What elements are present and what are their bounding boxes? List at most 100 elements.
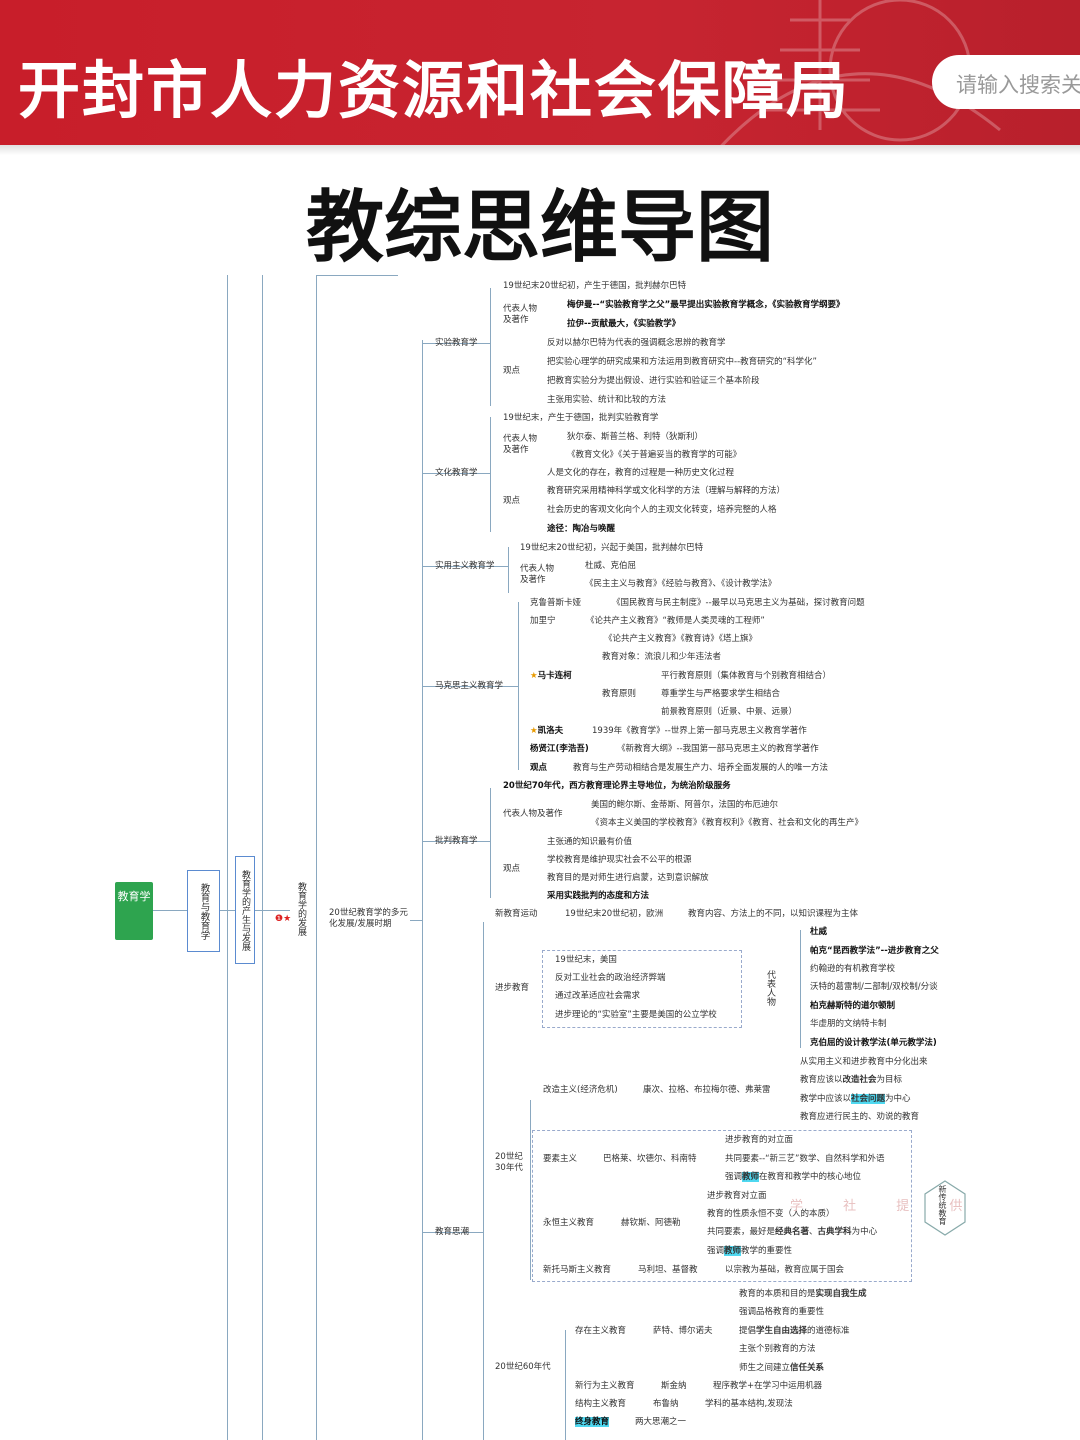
existentialism: 存在主义教育 (575, 1326, 627, 1336)
perennialism-reps: 赫钦斯、阿德勒 (621, 1218, 681, 1228)
branch-trends[interactable]: 教育思潮 (435, 1227, 470, 1237)
rep-krupskaya: 克鲁普斯卡娅 (530, 598, 582, 608)
connector (422, 686, 518, 687)
reconstruction-view: 从实用主义和进步教育中分化出来 (800, 1057, 928, 1067)
connector (800, 930, 801, 1048)
view-item: 途径：陶冶与唤醒 (547, 524, 616, 534)
connector (422, 841, 490, 842)
connector (565, 1330, 566, 1440)
branch-pragmatic[interactable]: 实用主义教育学 (435, 561, 495, 571)
prog-item: 进步理论的“实验室”主要是美国的公立学校 (555, 1010, 717, 1020)
view-item: 教育研究采用精神科学或文化科学的方法（理解与解释的方法） (547, 486, 786, 496)
origin-text: 19世纪末20世纪初，兴起于美国，批判赫尔巴特 (520, 543, 704, 553)
connector (255, 910, 290, 911)
rep-kairov: ★凯洛夫 (530, 726, 563, 737)
neothomism-view: 以宗教为基础，教育应属于国会 (725, 1265, 845, 1275)
node-education-and-pedagogy[interactable]: 教育与教育学 (187, 870, 220, 952)
structuralism-view: 学科的基本结构,发现法 (705, 1399, 793, 1409)
search-input[interactable]: 请输入搜索关 (932, 55, 1080, 109)
node-20th-century[interactable]: 20世纪教育学的多元化发展/发展时期 (329, 908, 408, 929)
header-banner: 开封市人力资源和社会保障局 请输入搜索关 (0, 0, 1080, 148)
rep-dewey: 杜威、克伯屈 (585, 561, 637, 571)
connector (422, 566, 508, 567)
root-node[interactable]: 教育学 (115, 882, 153, 940)
view-item: 学校教育是维护现实社会不公平的根源 (547, 855, 692, 865)
origin-text: 19世纪末，产生于德国，批判实验教育学 (503, 413, 659, 423)
rep-label: 代表人物及著作 (503, 304, 538, 325)
connector (220, 910, 235, 911)
principle-item: 尊重学生与严格要求学生相结合 (661, 689, 781, 699)
origin-text: 19世纪末20世纪初，产生于德国，批判赫尔巴特 (503, 281, 687, 291)
rep-makarenko: ★马卡连柯 (530, 671, 572, 682)
existentialism-view: 师生之间建立信任关系 (739, 1363, 825, 1373)
page-title: 教综思维导图 (305, 182, 774, 273)
perennialism-view: 教育的性质永恒不变（人的本质） (707, 1209, 835, 1219)
star-marker-icon: ❶★ (275, 914, 292, 924)
principle-item: 前景教育原则（近景、中景、远景） (661, 707, 798, 717)
site-title: 开封市人力资源和社会保障局 (18, 54, 851, 127)
branch-experimental[interactable]: 实验教育学 (435, 338, 478, 348)
rep-label: 代表人物及著作 (503, 434, 538, 455)
view-item: 人是文化的存在，教育的过程是一种历史文化过程 (547, 468, 735, 478)
prog-rep: 克伯屈的设计教学法(单元教学法) (810, 1038, 937, 1048)
connector (422, 1232, 483, 1233)
lifelong-label: 终身教育 (575, 1417, 610, 1427)
reconstruction-reps: 康次、拉格、布拉梅尔德、弗莱雷 (643, 1085, 771, 1095)
era-1960s: 20世纪60年代 (495, 1362, 551, 1372)
lifelong-note: 两大思潮之一 (635, 1417, 687, 1427)
connector (316, 275, 398, 276)
rep-work: 《论共产主义教育》“教师是人类灵魂的工程师” (586, 616, 765, 626)
prog-rep: 沃特的葛雷制/二部制/双校制/分谈 (810, 982, 938, 992)
neothomism-reps: 马利坦、基督教 (638, 1265, 698, 1275)
new-education: 新教育运动 (495, 909, 538, 919)
connector (508, 547, 509, 593)
view-item: 教育目的是对师生进行启蒙，达到意识解放 (547, 873, 709, 883)
existentialism-view: 教育的本质和目的是实现自我生成 (739, 1289, 867, 1299)
structuralism: 结构主义教育 (575, 1399, 627, 1409)
era-1930s: 20世纪30年代 (495, 1152, 523, 1173)
connector (490, 417, 491, 532)
essentialism-reps: 巴格莱、坎德尔、科南特 (603, 1154, 697, 1164)
lifelong-education: 终身教育 (575, 1417, 610, 1428)
branch-cultural[interactable]: 文化教育学 (435, 468, 478, 478)
rep-meumann: 梅伊曼--“实验教育学之父”最早提出实验教育学概念，《实验教育学纲要》 (567, 300, 845, 310)
essentialism-view: 强调教师在教育和教学中的核心地位 (725, 1172, 862, 1182)
existentialism-view: 主张个别教育的方法 (739, 1344, 816, 1354)
reconstructionism: 改造主义(经济危机) (543, 1085, 618, 1095)
reconstruction-view: 教育应进行民主的、劝说的教育 (800, 1112, 920, 1122)
rep-bowles: 美国的鲍尔斯、金蒂斯、阿普尔，法国的布厄迪尔 (591, 800, 779, 810)
makarenko-label: 马卡连柯 (537, 671, 572, 681)
perennialism-view: 进步教育对立面 (707, 1191, 767, 1201)
rep-lay: 拉伊--贡献最大，《实验教学》 (567, 319, 681, 329)
rep-yang: 杨贤江(李浩吾) (530, 744, 589, 754)
connector (483, 922, 484, 1440)
kairov-label: 凯洛夫 (537, 726, 564, 736)
search-placeholder: 请输入搜索关 (956, 73, 1080, 97)
neobehaviorism: 新行为主义教育 (575, 1381, 635, 1391)
view-item: 社会历史的客观文化向个人的主观文化转变，培养完整的人格 (547, 505, 777, 515)
rep-work: 《新教育大纲》--我国第一部马克思主义的教育学著作 (617, 744, 819, 754)
connector (422, 340, 423, 1440)
node-pedagogy-development[interactable]: 教育学的发展 (296, 882, 306, 936)
connector (410, 920, 422, 921)
view-item: 把教育实验分为提出假设、进行实验和验证三个基本阶段 (547, 376, 760, 386)
node-pedagogy-origin[interactable]: 教育学的产生与发展 (235, 856, 255, 964)
view-item: 反对以赫尔巴特为代表的强调概念思辨的教育学 (547, 338, 726, 348)
connector (227, 275, 228, 1440)
prog-rep: 约翰逊的有机教育学校 (810, 964, 896, 974)
principle-label: 教育原则 (602, 689, 637, 699)
branch-critical[interactable]: 批判教育学 (435, 836, 478, 846)
rep-dilthey: 狄尔泰、斯普兰格、利特（狄斯利） (567, 432, 704, 442)
reconstruction-view: 教学中应该以社会问题为中心 (800, 1094, 911, 1104)
new-edu-origin: 19世纪末20世纪初，欧洲 (565, 909, 664, 919)
reconstruction-view: 教育应该以改造社会为目标 (800, 1075, 903, 1085)
neobehaviorism-reps: 斯金纳 (661, 1381, 687, 1391)
banner-shadow (0, 145, 1080, 155)
prog-rep: 帕克“昆西教学法”--进步教育之父 (810, 946, 939, 956)
rep-vertical-label: 代表人物 (765, 970, 775, 1006)
traditional-box (532, 1130, 912, 1282)
rep-work: 《国民教育与民主制度》--最早以马克思主义为基础，探讨教育问题 (612, 598, 865, 608)
branch-marxist[interactable]: 马克思主义教育学 (435, 681, 504, 691)
watermark: 学 社 提 供 (790, 1199, 981, 1214)
connector (530, 1100, 531, 1280)
